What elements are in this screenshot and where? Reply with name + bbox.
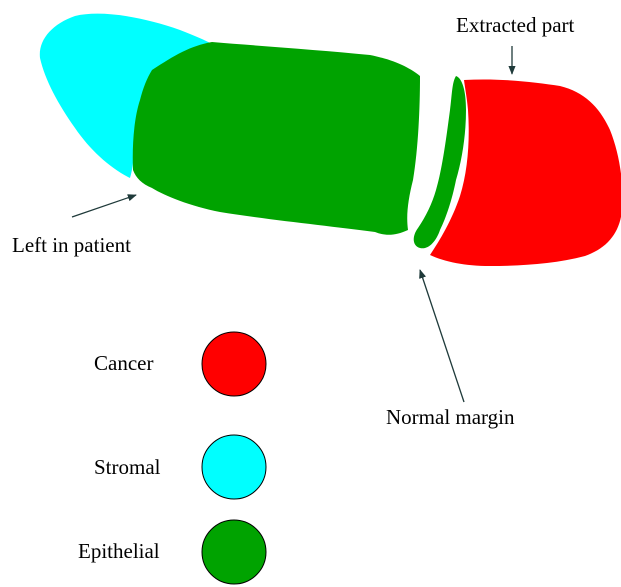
legend-swatch-stromal: [202, 435, 266, 499]
legend-swatch-epithelial: [202, 520, 266, 584]
normal-margin-label: Normal margin: [386, 405, 515, 429]
left-in-patient-label: Left in patient: [12, 233, 131, 257]
legend: Cancer Stromal Epithelial: [78, 332, 266, 584]
legend-item-cancer: Cancer: [94, 332, 266, 396]
legend-label-epithelial: Epithelial: [78, 539, 160, 563]
legend-item-stromal: Stromal: [94, 435, 266, 499]
extracted-part-label: Extracted part: [456, 13, 575, 37]
epithelial-region: [133, 42, 420, 235]
legend-label-cancer: Cancer: [94, 351, 153, 375]
normal-margin-arrow: [420, 270, 464, 402]
legend-swatch-cancer: [202, 332, 266, 396]
legend-item-epithelial: Epithelial: [78, 520, 266, 584]
legend-label-stromal: Stromal: [94, 455, 161, 479]
left-in-patient-arrow: [72, 195, 136, 217]
